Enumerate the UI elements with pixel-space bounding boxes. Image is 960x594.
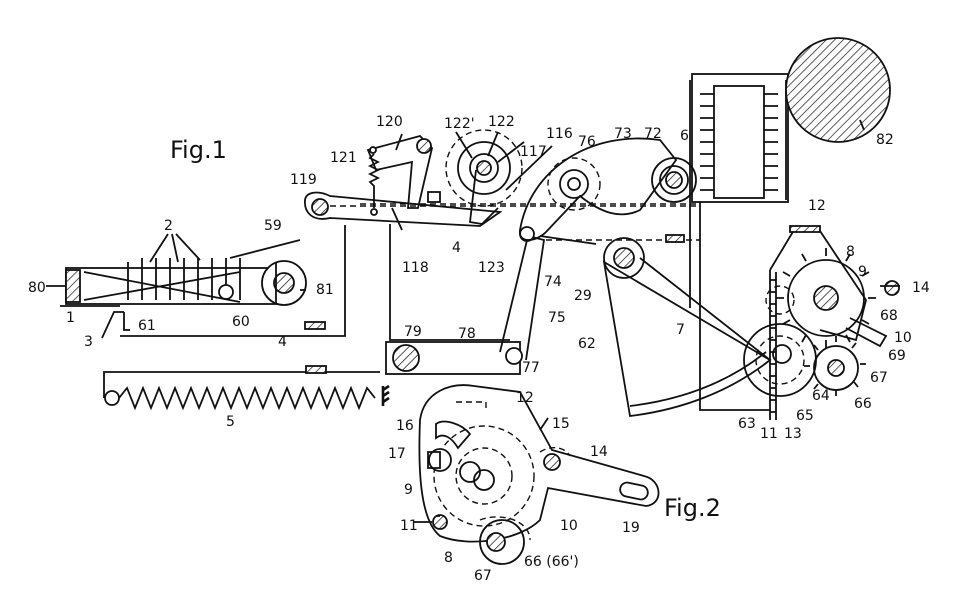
label-10b: 10	[560, 518, 578, 534]
shaft-9	[813, 285, 839, 311]
label-29: 29	[574, 288, 592, 304]
label-74: 74	[544, 274, 562, 290]
label-82: 82	[876, 132, 894, 148]
label-6: 6	[680, 128, 689, 144]
label-67b: 67	[474, 568, 492, 584]
label-123: 123	[478, 260, 505, 276]
label-59: 59	[264, 218, 282, 234]
label-13: 13	[784, 426, 802, 442]
label-66: 66	[854, 396, 872, 412]
wheel-122	[445, 129, 523, 225]
label-120: 120	[376, 114, 403, 130]
label-61: 61	[138, 318, 156, 334]
pin-77	[505, 347, 523, 365]
shaft-81	[273, 272, 295, 294]
part-80	[65, 269, 81, 303]
label-3: 3	[84, 334, 93, 350]
label-119: 119	[290, 172, 317, 188]
part-60	[218, 284, 234, 300]
label-14a: 14	[912, 280, 930, 296]
sector-73	[519, 137, 700, 279]
label-16: 16	[396, 418, 414, 434]
label-81: 81	[316, 282, 334, 298]
fig2-title: Fig.2	[664, 494, 721, 522]
label-67a: 67	[870, 370, 888, 386]
label-63: 63	[738, 416, 756, 432]
leader-lines	[46, 119, 900, 523]
label-8b: 8	[444, 550, 453, 566]
label-2: 2	[164, 218, 173, 234]
label-73: 73	[614, 126, 632, 142]
figure-2: Fig.2	[418, 384, 721, 565]
pivot-119	[311, 198, 329, 216]
label-80: 80	[28, 280, 46, 296]
label-75: 75	[548, 310, 566, 326]
label-60: 60	[232, 314, 250, 330]
label-64: 64	[812, 388, 830, 404]
pin-11	[432, 514, 448, 530]
label-12b: 12	[516, 390, 534, 406]
label-4b: 4	[452, 240, 461, 256]
hub-29-ring	[603, 237, 645, 279]
pivot-79	[392, 344, 420, 372]
pin-14	[884, 280, 900, 296]
label-116: 116	[546, 126, 573, 142]
label-1: 1	[66, 310, 75, 326]
label-72: 72	[644, 126, 662, 142]
platen-82	[785, 37, 891, 143]
gear-train	[639, 225, 900, 420]
frame-7	[689, 73, 789, 411]
label-15: 15	[552, 416, 570, 432]
label-65: 65	[796, 408, 814, 424]
label-79: 79	[404, 324, 422, 340]
label-121: 121	[330, 150, 357, 166]
label-68: 68	[880, 308, 898, 324]
label-7: 7	[676, 322, 685, 338]
label-66-66prime: 66 (66')	[524, 554, 579, 570]
label-122: 122	[488, 114, 515, 130]
label-117: 117	[520, 144, 547, 160]
pin-14-fig2	[543, 453, 561, 471]
label-76: 76	[578, 134, 596, 150]
label-5: 5	[226, 414, 235, 430]
spring-5	[103, 365, 390, 411]
label-17: 17	[388, 446, 406, 462]
label-77: 77	[522, 360, 540, 376]
label-78: 78	[458, 326, 476, 342]
bellcrank-120	[366, 134, 441, 231]
label-10a: 10	[894, 330, 912, 346]
figure-1: Fig.1	[60, 37, 900, 420]
reference-numerals: 1 2 3 4 4 5 6 7 8 8 9 9 10 10 11 11 12 1…	[28, 114, 930, 584]
label-11a: 11	[760, 426, 778, 442]
label-11b: 11	[400, 518, 418, 534]
label-69: 69	[888, 348, 906, 364]
label-8a: 8	[846, 244, 855, 260]
shaft-6	[665, 171, 683, 189]
label-118: 118	[402, 260, 429, 276]
key-spring-pack	[60, 239, 307, 339]
sector-62	[602, 260, 772, 417]
label-9b: 9	[404, 482, 413, 498]
lever-78	[385, 226, 546, 375]
label-4a: 4	[278, 334, 287, 350]
fig1-title: Fig.1	[170, 136, 227, 164]
label-62: 62	[578, 336, 596, 352]
label-122-prime: 122'	[444, 116, 475, 132]
label-9a: 9	[858, 264, 867, 280]
label-14b: 14	[590, 444, 608, 460]
shaft-67	[827, 359, 845, 377]
label-19: 19	[622, 520, 640, 536]
hub-29	[613, 247, 635, 269]
label-12a: 12	[808, 198, 826, 214]
shaft-67-fig2	[486, 532, 506, 552]
